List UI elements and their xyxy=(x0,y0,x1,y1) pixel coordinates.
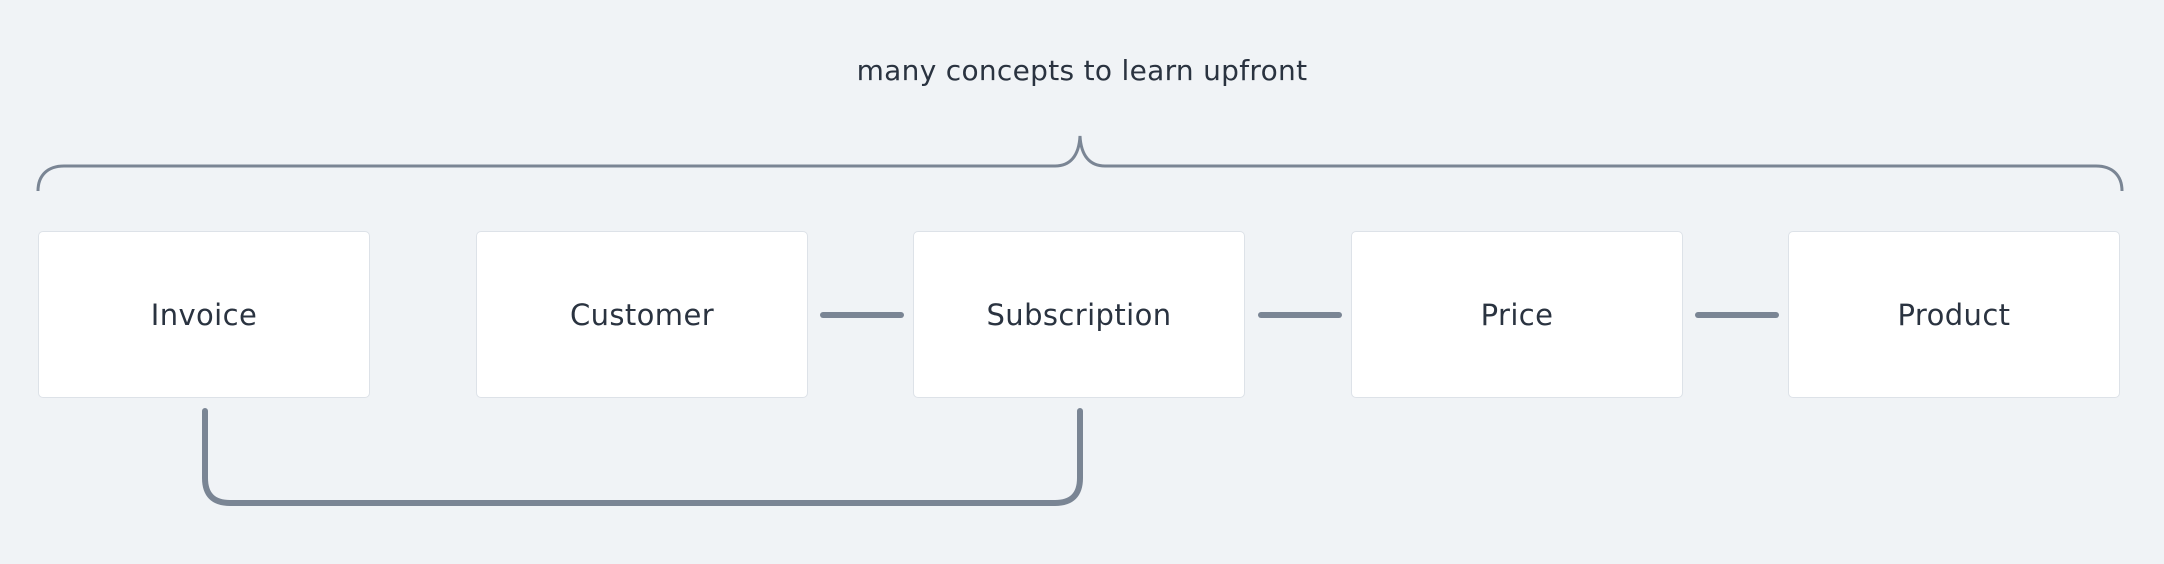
node-subscription: Subscription xyxy=(913,231,1245,398)
node-product-label: Product xyxy=(1897,297,2011,332)
node-price: Price xyxy=(1351,231,1683,398)
connector-invoice-subscription xyxy=(202,408,1083,506)
node-subscription-label: Subscription xyxy=(986,297,1172,332)
diagram-caption: many concepts to learn upfront xyxy=(856,54,1308,87)
overview-brace xyxy=(36,135,2124,192)
node-invoice: Invoice xyxy=(38,231,370,398)
node-customer-label: Customer xyxy=(569,297,715,332)
node-customer: Customer xyxy=(476,231,808,398)
node-price-label: Price xyxy=(1480,297,1554,332)
node-invoice-label: Invoice xyxy=(150,297,258,332)
node-product: Product xyxy=(1788,231,2120,398)
